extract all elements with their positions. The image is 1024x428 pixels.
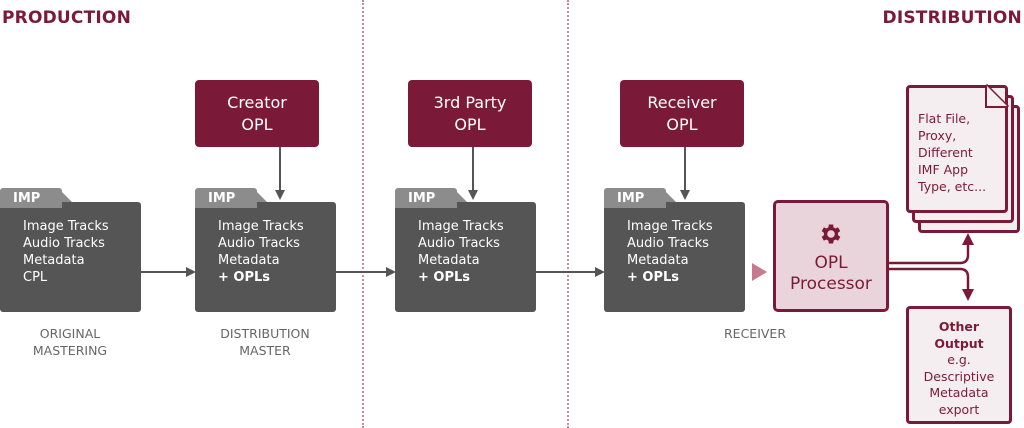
other-output-line: export xyxy=(938,401,980,417)
imp-tab-label: IMP xyxy=(395,188,457,208)
arrow-processor-to-other xyxy=(889,267,974,301)
folder-tab-slope xyxy=(662,188,676,202)
imp-folder-receiver: IMP Image Tracks Audio Tracks Metadata +… xyxy=(604,188,745,312)
folder-tab-slope xyxy=(453,188,467,202)
imp-folder-distribution: IMP Image Tracks Audio Tracks Metadata +… xyxy=(195,188,336,312)
other-output-title: Output xyxy=(934,335,984,351)
imp-folder-original: IMP Image Tracks Audio Tracks Metadata C… xyxy=(0,188,141,312)
other-output-title: Other xyxy=(938,319,980,334)
flat-file-line: Type, etc... xyxy=(918,179,987,194)
imp-line-opls: + OPLs xyxy=(218,270,271,285)
caption-receiver: RECEIVER xyxy=(700,325,810,342)
imp-line: Audio Tracks xyxy=(627,236,709,251)
opl-box-line1: 3rd Party xyxy=(433,92,507,112)
imp-line: CPL xyxy=(23,270,48,285)
processor-line1: OPL xyxy=(814,253,848,273)
production-section-title: PRODUCTION xyxy=(2,8,131,28)
folder-body xyxy=(395,202,536,312)
imp-line: Image Tracks xyxy=(418,219,504,234)
section-divider xyxy=(362,0,364,428)
opl-box-line1: Receiver xyxy=(647,92,717,112)
flat-file-text: Flat File, Proxy, Different IMF App Type… xyxy=(918,110,986,195)
processor-line2: Processor xyxy=(790,274,872,294)
flat-file-line: IMF App xyxy=(918,162,969,177)
imp-line: Metadata xyxy=(627,253,689,268)
other-output-line: e.g. xyxy=(947,352,971,367)
imp-line: Metadata xyxy=(218,253,280,268)
caption-line: MASTERING xyxy=(32,343,108,358)
other-output-box: Other Output e.g. Descriptive Metadata e… xyxy=(906,306,1012,424)
flat-file-line: Different xyxy=(918,145,973,160)
imp-line: Image Tracks xyxy=(218,219,304,234)
folder-body xyxy=(195,202,336,312)
other-output-line: Metadata xyxy=(929,385,989,400)
caption-line: RECEIVER xyxy=(723,326,787,341)
imp-folder-third-party: IMP Image Tracks Audio Tracks Metadata +… xyxy=(395,188,536,312)
imp-tab-label: IMP xyxy=(604,188,666,208)
imp-line-opls: + OPLs xyxy=(627,270,680,285)
folder-tab-slope xyxy=(58,188,72,202)
folder-body xyxy=(604,202,745,312)
caption-line: DISTRIBUTION xyxy=(220,326,310,341)
caption-distribution-master: DISTRIBUTION MASTER xyxy=(195,325,335,359)
opl-box-line1: Creator xyxy=(227,92,287,112)
imp-line: Audio Tracks xyxy=(23,236,105,251)
folder-body xyxy=(0,202,141,312)
arrow-processor-to-flatfile xyxy=(889,233,974,265)
folder-tab-slope xyxy=(253,188,267,202)
section-divider xyxy=(567,0,569,428)
opl-box-line2: OPL xyxy=(666,114,698,134)
imp-line: Audio Tracks xyxy=(218,236,300,251)
opl-processor-box: OPL Processor xyxy=(773,200,889,312)
flat-file-line: Proxy, xyxy=(918,128,957,143)
other-output-line: Descriptive xyxy=(923,368,995,384)
imp-line: Image Tracks xyxy=(23,219,109,234)
arrow-imp4-to-processor xyxy=(752,263,767,281)
caption-line: MASTER xyxy=(239,343,291,358)
caption-line: ORIGINAL xyxy=(39,326,101,341)
flat-file-line: Flat File, xyxy=(918,111,971,126)
caption-original-mastering: ORIGINAL MASTERING xyxy=(10,325,130,359)
imp-line: Audio Tracks xyxy=(418,236,500,251)
receiver-opl-box: Receiver OPL xyxy=(620,80,744,147)
third-party-opl-box: 3rd Party OPL xyxy=(408,80,532,147)
opl-box-line2: OPL xyxy=(241,114,273,134)
imp-line-opls: + OPLs xyxy=(418,270,471,285)
gear-icon xyxy=(821,224,841,244)
imp-tab-label: IMP xyxy=(195,188,257,208)
imp-tab-label: IMP xyxy=(0,188,62,208)
imp-line: Metadata xyxy=(418,253,480,268)
opl-box-line2: OPL xyxy=(454,114,486,134)
creator-opl-box: Creator OPL xyxy=(195,80,319,147)
imp-line: Image Tracks xyxy=(627,219,713,234)
distribution-section-title: DISTRIBUTION xyxy=(882,8,1022,28)
imp-line: Metadata xyxy=(23,253,85,268)
